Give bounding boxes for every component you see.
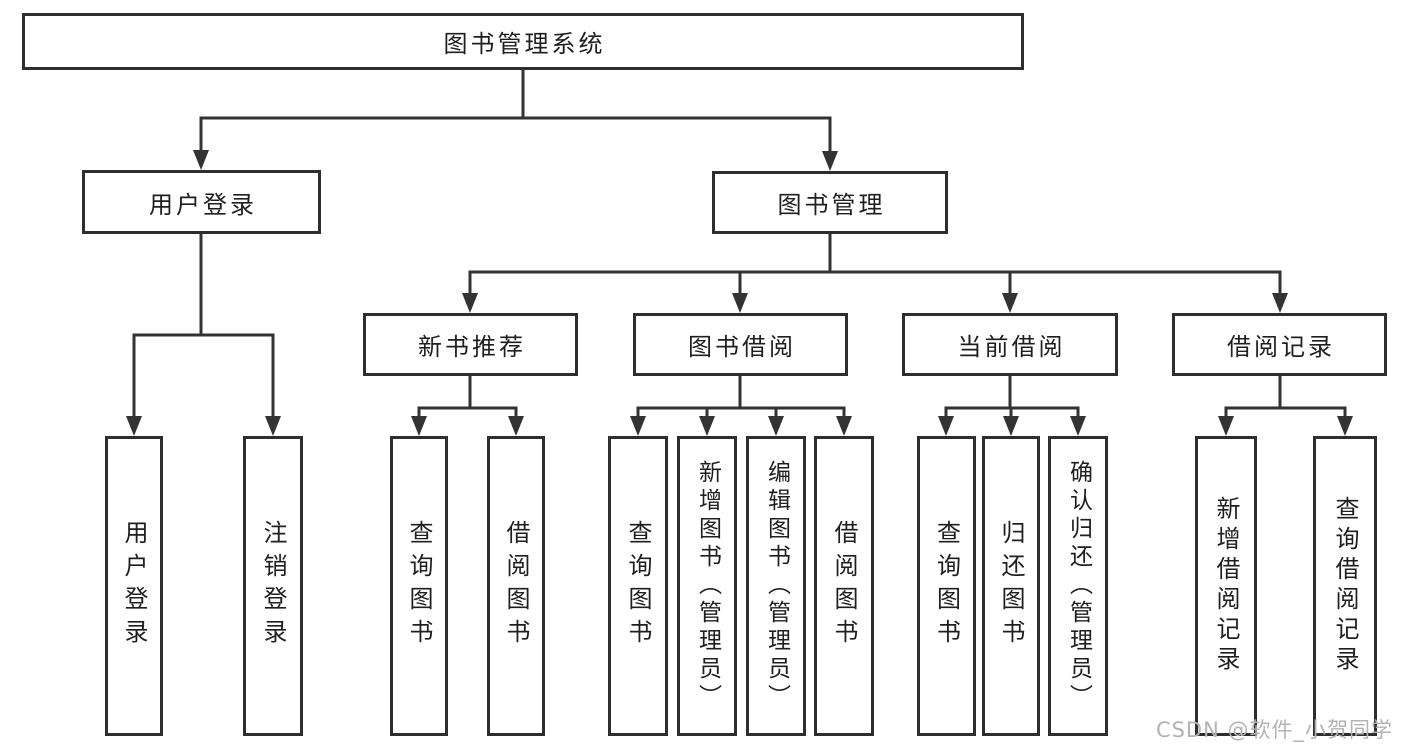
csdn-watermark: CSDN @软件_小贺同学 [1155,718,1393,742]
arrowhead [462,293,478,313]
leaf-label: 注销登录 [259,520,287,652]
arrowhead [1070,416,1086,436]
connector-book-management-children [462,232,1288,313]
arrowhead [836,416,852,436]
leaf-label: 编辑图书（管理员） [763,460,790,712]
leaf-label: 查询图书 [932,520,961,652]
arrowhead [126,416,142,436]
leaf-add-book-admin: 新增图书（管理员） [677,436,737,736]
leaf-borrow-book: 借阅图书 [814,436,874,736]
leaf-label: 新增借阅记录 [1212,496,1240,676]
leaf-user-login: 用户登录 [105,436,163,736]
leaf-return-book: 归还图书 [982,436,1040,736]
arrowhead [193,150,209,170]
arrowhead [822,151,838,171]
leaf-label: 查询图书 [624,520,652,652]
arrowhead [1003,416,1019,436]
leaf-query-borrow-record: 查询借阅记录 [1313,436,1377,736]
leaf-label: 用户登录 [120,520,148,652]
connector-root-to-level2 [193,68,838,171]
arrowhead [508,416,524,436]
connector-current-borrow-children [938,374,1086,436]
arrowhead [938,416,954,436]
leaf-label: 归还图书 [997,520,1025,652]
leaf-label: 借阅图书 [502,520,530,652]
connector-new-book-recommend-children [411,374,524,436]
node-user-login: 用户登录 [82,170,321,234]
leaf-label: 查询图书 [405,520,433,652]
arrowhead [699,416,715,436]
arrowhead [411,416,427,436]
arrowhead [630,416,646,436]
arrowhead [1272,293,1288,313]
connector-user-login-children [126,232,281,436]
leaf-edit-book-admin: 编辑图书（管理员） [746,436,806,736]
node-book-borrow: 图书借阅 [633,313,848,376]
leaf-logout-login: 注销登录 [243,436,303,736]
arrowhead [1002,293,1018,313]
leaf-query-book-current: 查询图书 [917,436,976,736]
arrowhead [768,416,784,436]
connector-book-borrow-children [630,374,852,436]
leaf-label: 查询借阅记录 [1331,496,1359,676]
connector-borrow-record-children [1218,374,1353,436]
node-book-management: 图书管理 [712,171,948,234]
node-root: 图书管理系统 [22,13,1024,70]
arrowhead [265,416,281,436]
leaf-add-borrow-record: 新增借阅记录 [1195,436,1257,736]
leaf-confirm-return-admin: 确认归还（管理员） [1048,436,1108,736]
leaf-label: 确认归还（管理员） [1065,460,1092,712]
node-new-book-recommend: 新书推荐 [363,313,578,376]
leaf-label: 新增图书（管理员） [694,460,721,712]
arrowhead [732,293,748,313]
leaf-borrow-book-recommend: 借阅图书 [487,436,545,736]
arrowhead [1337,416,1353,436]
arrowhead [1218,416,1234,436]
leaf-query-book-recommend: 查询图书 [390,436,448,736]
leaf-query-book-borrow: 查询图书 [608,436,668,736]
leaf-label: 借阅图书 [830,520,858,652]
node-current-borrow: 当前借阅 [902,313,1118,376]
node-borrow-record: 借阅记录 [1172,313,1387,376]
